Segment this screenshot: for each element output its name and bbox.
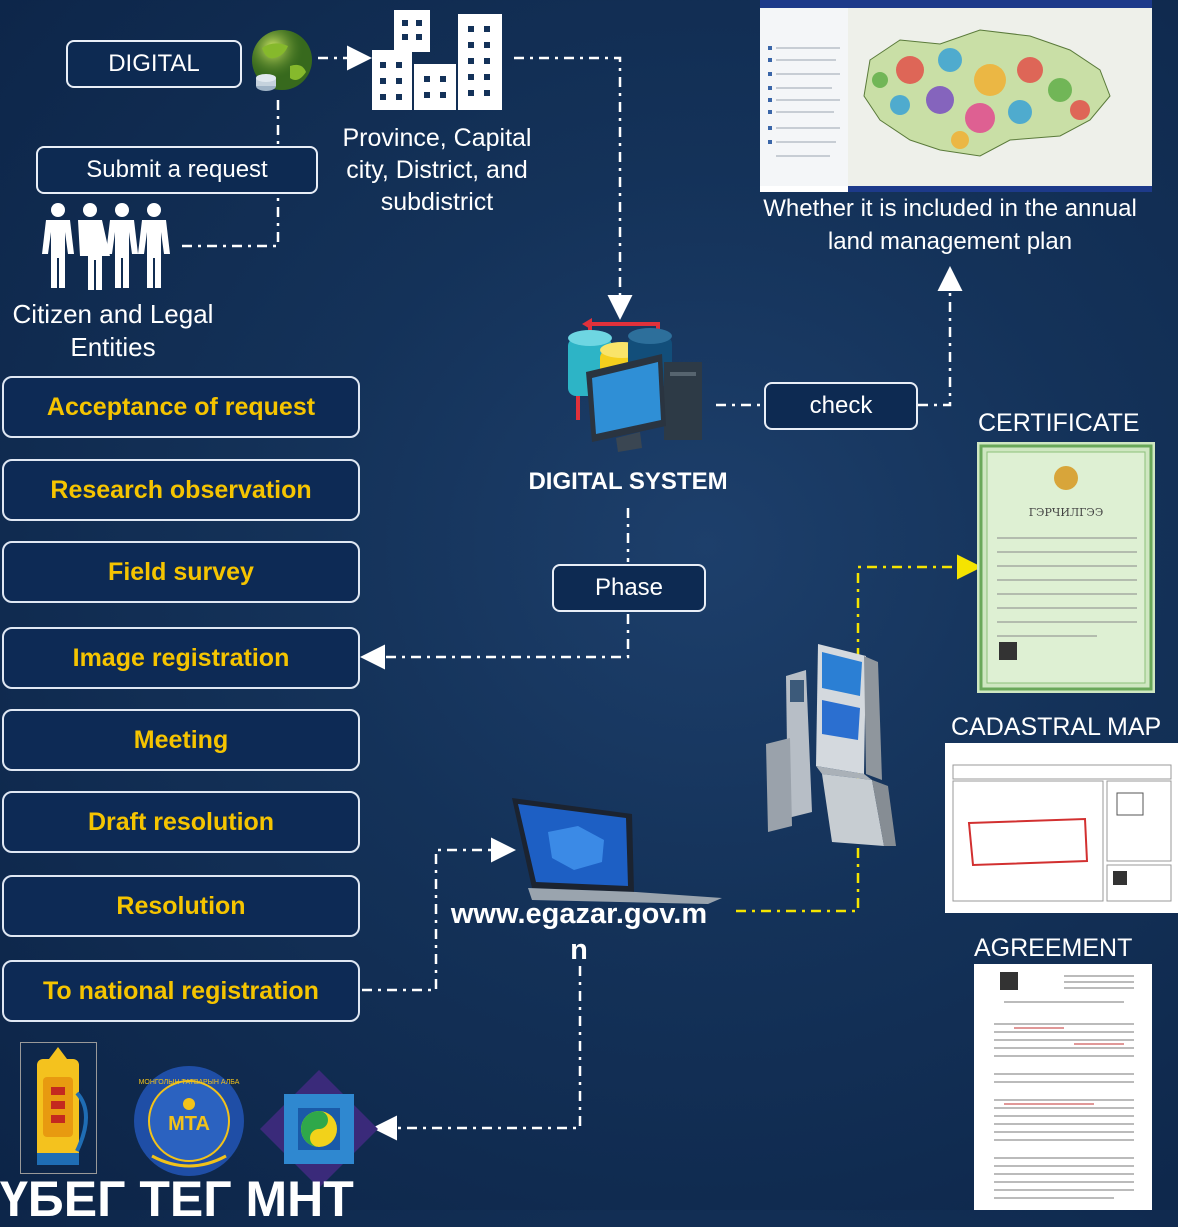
land-plan-map-screenshot	[760, 0, 1152, 192]
check-pill: check	[764, 382, 918, 430]
agreement-title: AGREEMENT	[974, 934, 1133, 962]
step-meeting: Meeting	[2, 709, 360, 771]
mta-text: МОНГОЛЫН ТАТВАРЫН АЛБА	[139, 1079, 240, 1086]
certificate-heading: ГЭРЧИЛГЭЭ	[1029, 506, 1104, 519]
cadastral-map-title: CADASTRAL MAP	[951, 713, 1162, 741]
cadastral-map-image	[945, 743, 1178, 913]
citizen-label: Citizen and Legal Entities	[12, 299, 214, 362]
state-emblem-logo	[20, 1042, 97, 1174]
kiosk-icon	[762, 640, 898, 846]
digital-pill: DIGITAL	[66, 40, 242, 88]
step-field-survey: Field survey	[2, 541, 360, 603]
province-label: Province, Capital city, District, and su…	[342, 124, 532, 216]
land-agency-logo	[258, 1068, 380, 1190]
laptop-icon	[508, 796, 724, 904]
step-research: Research observation	[2, 459, 360, 521]
step-national-registration: To national registration	[2, 960, 360, 1022]
step-acceptance: Acceptance of request	[2, 376, 360, 438]
tax-authority-logo: MTA МОНГОЛЫН ТАТВАРЫН АЛБА	[132, 1064, 246, 1178]
step-resolution: Resolution	[2, 875, 360, 937]
buildings-icon	[370, 6, 504, 110]
certificate-title: CERTIFICATE	[978, 409, 1140, 437]
certificate-image: ГЭРЧИЛГЭЭ	[977, 442, 1155, 693]
agreement-image	[974, 964, 1152, 1210]
step-image-registration: Image registration	[2, 627, 360, 689]
globe-icon	[244, 26, 318, 100]
step-draft-resolution: Draft resolution	[2, 791, 360, 853]
phase-pill: Phase	[552, 564, 706, 612]
submit-request-pill: Submit a request	[36, 146, 318, 194]
people-icon	[38, 202, 174, 290]
bottom-abbreviations: ҮБЕГ ТЕГ МНТ	[0, 1171, 354, 1227]
digital-system-icon	[566, 316, 706, 458]
mta-abbr: MTA	[168, 1113, 210, 1135]
digital-system-label: DIGITAL SYSTEM	[528, 468, 728, 495]
annual-plan-label: Whether it is included in the annual lan…	[763, 195, 1137, 255]
website-label: www.egazar.gov.mn	[450, 898, 708, 966]
